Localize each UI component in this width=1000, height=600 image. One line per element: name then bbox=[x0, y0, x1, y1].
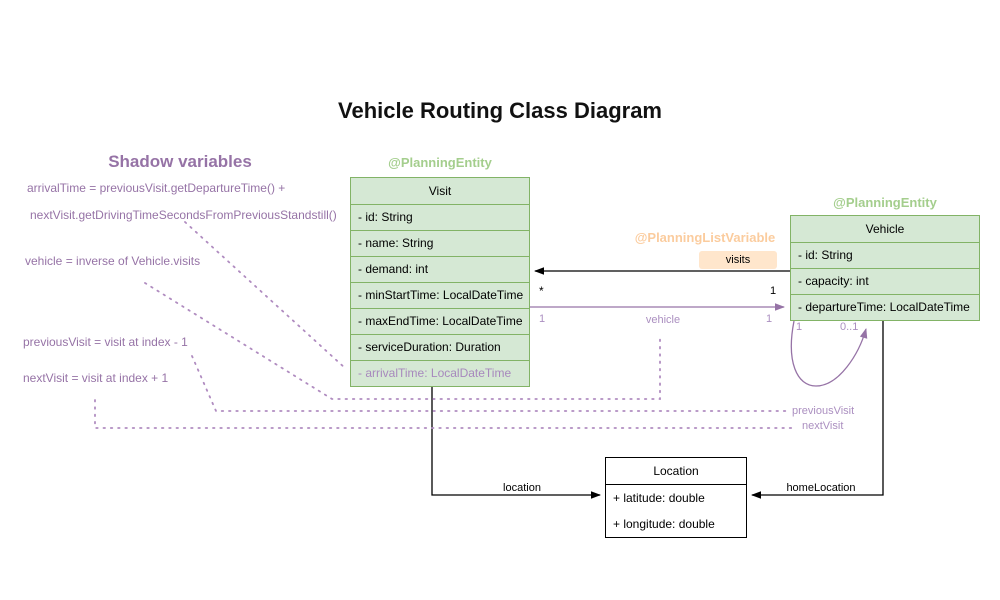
homelocation-assoc-label: homeLocation bbox=[786, 482, 856, 494]
visits-badge: visits bbox=[699, 251, 777, 269]
vehicle-stereotype: @PlanningEntity bbox=[833, 195, 937, 210]
shadow-variables-heading: Shadow variables bbox=[108, 152, 252, 171]
location-assoc-label: location bbox=[503, 482, 541, 494]
vehicle-field-capacity: - capacity: int bbox=[791, 268, 979, 294]
edge-visit-location bbox=[431, 385, 601, 499]
visit-field-id: - id: String bbox=[351, 204, 529, 230]
edge-vehicle-self-loop bbox=[790, 320, 868, 387]
vehicle-class-box: Vehicle - id: String - capacity: int - d… bbox=[790, 215, 980, 321]
shadow-annotation-arrivaltime-2: nextVisit.getDrivingTimeSecondsFromPrevi… bbox=[30, 208, 337, 222]
visit-class-box: Visit - id: String - name: String - dema… bbox=[350, 177, 530, 387]
visit-field-serviceduration: - serviceDuration: Duration bbox=[351, 334, 529, 360]
dotted-link-arrivaltime bbox=[184, 221, 346, 369]
selfloop-source-multiplicity: 1 bbox=[796, 321, 803, 333]
location-class-box: Location + latitude: double + longitude:… bbox=[605, 457, 747, 538]
shadow-annotation-arrivaltime: arrivalTime = previousVisit.getDeparture… bbox=[27, 181, 286, 195]
shadow-annotation-nextvisit: nextVisit = visit at index + 1 bbox=[23, 371, 169, 385]
edge-vehicle-homelocation bbox=[751, 320, 884, 499]
visit-field-arrivaltime-shadow: - arrivalTime: LocalDateTime bbox=[351, 360, 529, 386]
vehicle-field-id: - id: String bbox=[791, 242, 979, 268]
vehicle-assoc-source-multiplicity: 1 bbox=[539, 313, 546, 325]
dotted-link-vehicle-inverse bbox=[144, 282, 661, 400]
visits-target-multiplicity: * bbox=[539, 284, 544, 298]
nextvisit-label: nextVisit bbox=[802, 420, 844, 432]
diagram-title: Vehicle Routing Class Diagram bbox=[338, 98, 662, 123]
vehicle-field-departuretime: - departureTime: LocalDateTime bbox=[791, 294, 979, 320]
visit-stereotype: @PlanningEntity bbox=[388, 155, 492, 170]
planning-list-variable-label: @PlanningListVariable bbox=[634, 230, 776, 245]
visit-field-demand: - demand: int bbox=[351, 256, 529, 282]
shadow-annotation-vehicle: vehicle = inverse of Vehicle.visits bbox=[25, 254, 201, 268]
shadow-annotation-previousvisit: previousVisit = visit at index - 1 bbox=[23, 335, 188, 349]
vehicle-assoc-label: vehicle bbox=[645, 314, 681, 326]
location-class-name: Location bbox=[653, 464, 699, 478]
dotted-link-previousvisit bbox=[191, 355, 787, 412]
location-field-longitude: + longitude: double bbox=[613, 517, 715, 531]
visit-field-minstarttime: - minStartTime: LocalDateTime bbox=[351, 282, 529, 308]
vehicle-class-name: Vehicle bbox=[865, 222, 905, 236]
visits-source-multiplicity: 1 bbox=[770, 285, 777, 297]
selfloop-target-multiplicity: 0..1 bbox=[840, 321, 859, 333]
previousvisit-label: previousVisit bbox=[792, 405, 855, 417]
visit-field-maxendtime: - maxEndTime: LocalDateTime bbox=[351, 308, 529, 334]
vehicle-assoc-target-multiplicity: 1 bbox=[766, 313, 773, 325]
dotted-link-nextvisit bbox=[94, 399, 796, 429]
visit-class-name: Visit bbox=[428, 184, 452, 198]
location-field-latitude: + latitude: double bbox=[613, 491, 705, 505]
visit-field-name: - name: String bbox=[351, 230, 529, 256]
